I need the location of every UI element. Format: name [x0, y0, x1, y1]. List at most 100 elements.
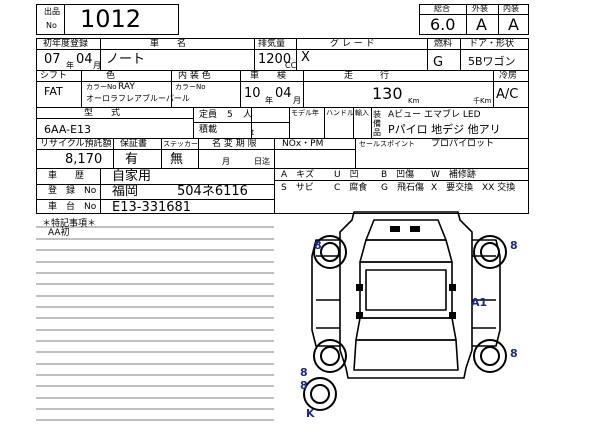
inspection-month: 04	[275, 86, 292, 101]
interior-color-no-label: カラーNo	[175, 83, 206, 91]
color-no-value: RAY	[118, 82, 135, 92]
divider	[36, 70, 529, 71]
name-change-day: 日迄	[254, 157, 270, 166]
car-name-value: ノート	[106, 52, 146, 67]
divider	[36, 138, 529, 139]
sales-point-label: セールスポイント	[359, 140, 415, 148]
legend-g: G 飛石傷	[381, 183, 424, 193]
model-label: 型 式	[84, 108, 121, 118]
capacity-value: 5	[227, 110, 233, 120]
mark-k: K	[306, 407, 315, 420]
fuel-value: G	[433, 55, 444, 70]
divider	[36, 81, 529, 82]
capacity-label: 定員	[199, 110, 218, 120]
divider	[36, 118, 193, 119]
color-name: オーロラフレアブルーパール	[86, 94, 190, 103]
divider	[353, 107, 354, 138]
legend-u: U 凹	[334, 170, 359, 180]
divider	[161, 138, 162, 168]
divider	[193, 122, 289, 123]
load-label: 積載	[199, 125, 218, 135]
divider	[371, 107, 372, 138]
divider	[36, 184, 274, 185]
recycle-label: リサイクル預託額	[40, 139, 112, 149]
mileage-unit2: 千Km	[473, 97, 492, 105]
divider	[419, 14, 529, 15]
reg-month: 04	[76, 52, 93, 67]
score-total: 6.0	[430, 15, 456, 34]
shift-label: シフト	[40, 71, 68, 81]
divider	[493, 70, 494, 107]
divider	[466, 4, 467, 35]
name-change-month: 月	[222, 157, 230, 166]
color-no-label: カラーNo	[86, 83, 117, 91]
model-year-label: モデル年	[291, 109, 319, 117]
car-damage-diagram	[303, 211, 507, 411]
grade-value: X	[301, 50, 310, 65]
divider	[324, 107, 325, 138]
sticker-label: ステッカー	[163, 140, 198, 148]
divider	[36, 107, 529, 108]
reg-month-unit: 月	[93, 61, 101, 70]
inspection-year-unit: 年	[265, 96, 273, 105]
legend-w: W 補修跡	[431, 170, 476, 180]
mark-a1: A1	[471, 296, 488, 309]
divider	[460, 38, 461, 70]
legend-b: B 凹傷	[381, 170, 415, 180]
inspection-label: 車 検	[250, 71, 287, 81]
equipment-line2: Pパイロ 地デジ 他アリ	[388, 123, 501, 136]
mark-spare-wheel: 8	[300, 379, 308, 392]
notes-lines	[36, 226, 274, 421]
chassis-value: E13-331681	[112, 200, 192, 215]
divider	[171, 70, 172, 107]
door-shape-label: ドア・形状	[469, 39, 515, 49]
divider	[274, 180, 529, 181]
reg-year-unit: 年	[66, 61, 74, 70]
divider	[64, 4, 65, 35]
plate-value: 福岡 504ネ6116	[112, 184, 248, 199]
mark-rear-left-wheel: 8	[300, 366, 308, 379]
mileage-label: 走 行	[344, 71, 390, 81]
score-box	[419, 4, 529, 35]
lot-label-bottom: No	[46, 21, 57, 30]
model-value: 6AA-E13	[44, 123, 92, 136]
notes-line1: AA初	[48, 228, 70, 238]
displacement-label: 排気量	[258, 39, 286, 49]
lot-number: 1012	[80, 5, 142, 33]
mark-rear-right-wheel: 8	[510, 347, 518, 360]
score-int-label: 内装	[503, 4, 519, 13]
ac-value: A/C	[496, 87, 519, 102]
legend-c: C 腐食	[334, 183, 368, 193]
import-label: 輸入	[355, 109, 369, 117]
divider	[100, 168, 101, 214]
mileage-unit1: Km	[408, 97, 420, 105]
divider	[81, 70, 82, 107]
color-label: 色	[106, 71, 116, 81]
divider	[289, 107, 290, 138]
warranty-label: 保証書	[120, 139, 148, 149]
sticker-value: 無	[170, 152, 184, 167]
chassis-label: 車 台 No	[48, 202, 97, 212]
nox-label: NOx・PM	[282, 139, 324, 149]
load-unit: t	[251, 128, 255, 137]
legend-x: X 要交換	[431, 183, 474, 193]
divider	[254, 38, 255, 70]
name-change-label: 名 変 期 限	[212, 139, 257, 149]
divider	[498, 4, 499, 35]
warranty-value: 有	[125, 152, 139, 167]
recycle-value: 8,170	[65, 152, 103, 167]
inspection-year: 10	[244, 86, 261, 101]
interior-color-label: 内 装 色	[178, 71, 211, 81]
divider	[240, 70, 241, 107]
score-ext: A	[476, 15, 487, 34]
reg-label: 初年度登録	[43, 39, 89, 49]
divider	[274, 138, 275, 214]
divider	[36, 168, 529, 169]
mileage-value: 130	[372, 84, 403, 103]
inspection-month-unit: 月	[293, 96, 301, 105]
lot-box	[36, 4, 179, 35]
divider	[274, 149, 355, 150]
notes-label: ＊特記事項＊	[42, 219, 97, 229]
info-grid	[36, 38, 529, 214]
door-shape-value: 5Bワゴン	[468, 55, 516, 68]
